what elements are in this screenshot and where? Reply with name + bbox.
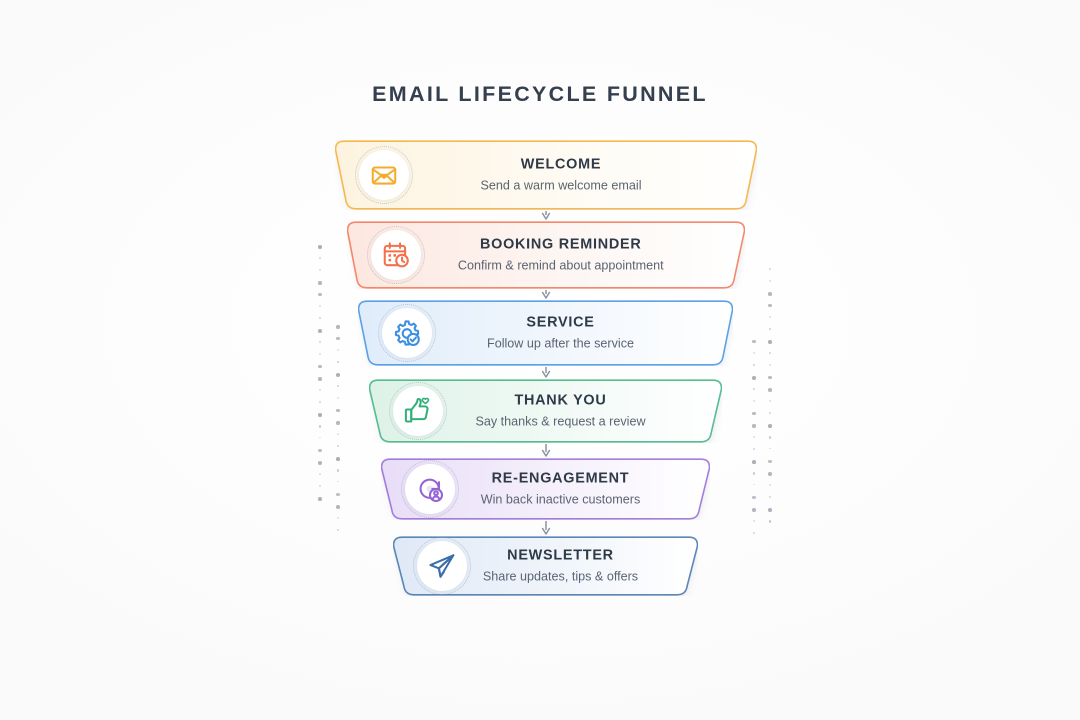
gear-check-icon [392, 318, 422, 348]
connector-arrow [541, 521, 550, 535]
thumbs-up-heart-icon-badge [389, 382, 447, 440]
funnel-stage-booking-reminder[interactable]: BOOKING REMINDER Confirm & remind about a… [347, 221, 745, 289]
connector-arrow [541, 211, 551, 220]
funnel-stage-label: NEWSLETTER [507, 547, 614, 564]
funnel-stage-label: RE-ENGAGEMENT [491, 470, 630, 487]
funnel-stage-description: Send a warm welcome email [480, 178, 642, 193]
funnel-stage-description: Share updates, tips & offers [482, 569, 639, 584]
calendar-clock-icon-badge [367, 226, 425, 284]
funnel-stage-shape [369, 379, 722, 443]
connector-arrow [541, 290, 550, 299]
funnel-stage-shape [358, 300, 733, 366]
funnel-stage-label: SERVICE [526, 314, 595, 331]
funnel-stage-welcome[interactable]: WELCOME Send a warm welcome email [335, 140, 757, 210]
funnel-stage-label: THANK YOU [514, 392, 607, 409]
funnel-stage-description: Follow up after the service [487, 336, 634, 351]
funnel-stage-re-engagement[interactable]: RE-ENGAGEMENT Win back inactive customers [381, 458, 710, 520]
refresh-user-icon [415, 474, 445, 504]
funnel-stage-label: BOOKING REMINDER [479, 236, 642, 253]
paper-plane-icon [427, 551, 457, 581]
calendar-clock-icon [381, 240, 411, 270]
funnel-stage-text: SERVICE Follow up after the service [487, 315, 634, 352]
funnel-stage-shape [335, 140, 757, 210]
funnel-stage-text: NEWSLETTER Share updates, tips & offers [483, 548, 638, 585]
funnel-stage-shape [347, 221, 745, 289]
envelope-heart-icon [369, 160, 399, 190]
funnel-stage-thank-you[interactable]: THANK YOU Say thanks & request a review [369, 379, 722, 443]
funnel-stage-shape [393, 536, 698, 596]
connector-arrow [541, 444, 550, 457]
refresh-user-icon-badge [401, 460, 459, 518]
funnel-stage-description: Say thanks & request a review [475, 414, 646, 429]
funnel-stage-service[interactable]: SERVICE Follow up after the service [358, 300, 733, 366]
gear-check-icon-badge [378, 304, 436, 362]
funnel-stage-description: Confirm & remind about appointment [457, 258, 664, 273]
funnel-stage-text: RE-ENGAGEMENT Win back inactive customers [481, 471, 641, 508]
funnel-stage-shape [381, 458, 710, 520]
funnel-stage-description: Win back inactive customers [480, 492, 641, 507]
page-title: EMAIL LIFECYCLE FUNNEL [372, 82, 708, 106]
thumbs-up-heart-icon [403, 396, 433, 426]
funnel-stage-text: BOOKING REMINDER Confirm & remind about a… [458, 237, 664, 274]
funnel-stage-label: WELCOME [520, 156, 602, 173]
connector-arrow [541, 367, 550, 378]
funnel-stage-text: WELCOME Send a warm welcome email [481, 157, 642, 194]
paper-plane-icon-badge [413, 537, 471, 595]
funnel-stage-newsletter[interactable]: NEWSLETTER Share updates, tips & offers [393, 536, 698, 596]
envelope-heart-icon-badge [355, 146, 413, 204]
funnel-stage-text: THANK YOU Say thanks & request a review [475, 393, 645, 430]
